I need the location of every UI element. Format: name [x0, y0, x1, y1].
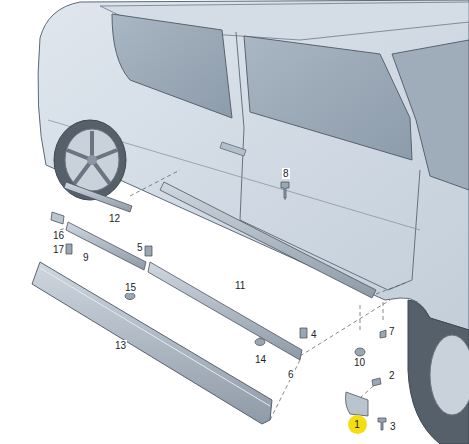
callout-number: 10	[353, 357, 366, 368]
callout-number: 5	[136, 242, 144, 253]
callout-number: 8	[282, 168, 290, 179]
callout-number: 6	[287, 369, 295, 380]
callout-number: 12	[108, 213, 121, 224]
highlight-circle: 1	[348, 415, 367, 434]
callout-number: 17	[52, 244, 65, 255]
callout-number: 7	[388, 326, 396, 337]
callout-number: 4	[310, 329, 318, 340]
callout-number: 3	[389, 421, 397, 432]
callout-number: 15	[124, 282, 137, 293]
callout-number: 11	[234, 280, 246, 291]
callout-number: 16	[52, 230, 65, 241]
callout-number: 13	[114, 340, 127, 351]
callout-number: 2	[388, 370, 396, 381]
callout-number: 1	[354, 419, 360, 430]
callout-number: 9	[82, 252, 90, 263]
callout-number: 14	[254, 354, 267, 365]
